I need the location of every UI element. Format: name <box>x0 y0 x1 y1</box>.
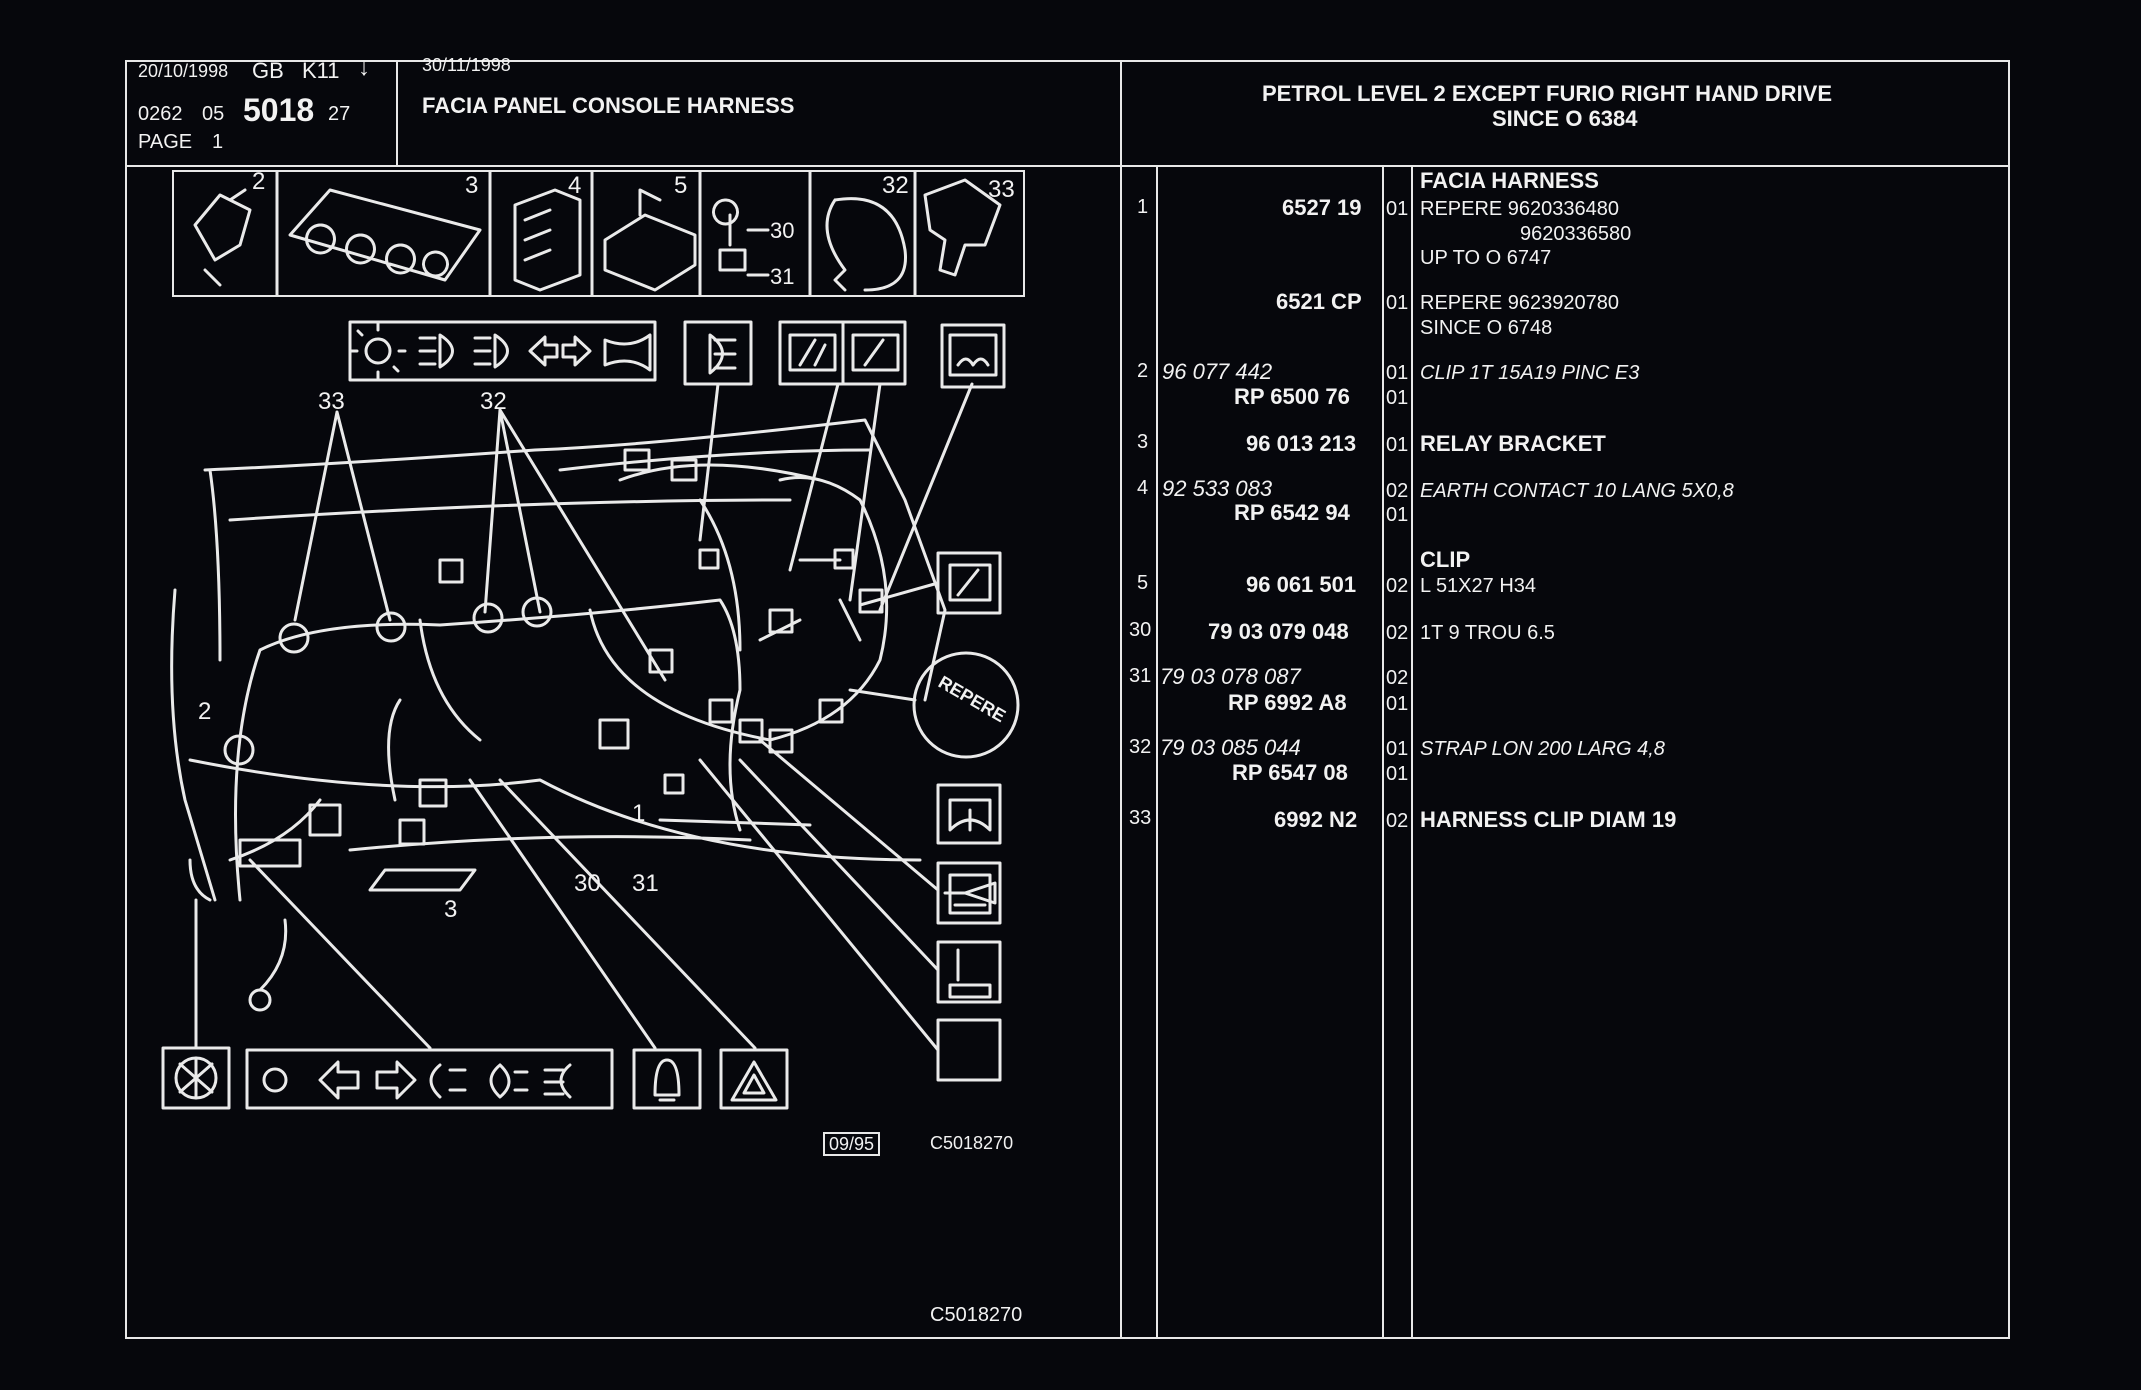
item-number: 33 <box>1129 807 1152 829</box>
part-ref: 6992 N2 <box>1274 807 1358 832</box>
callout-33: 33 <box>318 388 345 415</box>
tile-label-2: 2 <box>252 168 266 195</box>
drawing-code-small: C5018270 <box>930 1133 1014 1153</box>
callout-32: 32 <box>480 388 507 415</box>
part-desc: STRAP LON 200 LARG 4,8 <box>1420 738 1665 760</box>
header-page-number: 1 <box>212 131 224 153</box>
item-number: 4 <box>1137 477 1149 499</box>
header-country: GB <box>252 58 284 83</box>
part-desc: 1T 9 TROU 6.5 <box>1420 622 1555 644</box>
tile-label-5: 5 <box>674 172 688 199</box>
sheet-frame <box>125 60 2010 1339</box>
header-date-right: 30/11/1998 <box>422 55 511 75</box>
part-qty: 01 <box>1386 693 1409 715</box>
tile-sublabel-30: 30 <box>770 218 795 243</box>
callout-3: 3 <box>444 896 458 923</box>
part-qty: 01 <box>1386 198 1409 220</box>
part-ref: 96 013 213 <box>1246 431 1357 456</box>
part-qty: 01 <box>1386 387 1409 409</box>
part-qty: 02 <box>1386 480 1409 502</box>
header-page-label: PAGE <box>138 131 193 153</box>
item-number: 1 <box>1137 196 1149 218</box>
tile-label-4: 4 <box>568 172 582 199</box>
part-qty: 01 <box>1386 362 1409 384</box>
part-qty: 01 <box>1386 292 1409 314</box>
page-title: FACIA PANEL CONSOLE HARNESS <box>422 93 795 118</box>
part-ref: 79 03 079 048 <box>1208 619 1349 644</box>
header-ref-group: 05 <box>202 103 225 125</box>
part-desc: RELAY BRACKET <box>1420 431 1606 456</box>
qty-column-divider-right <box>1411 165 1413 1339</box>
header-ref-main: 5018 <box>243 92 315 128</box>
callout-2: 2 <box>198 698 212 725</box>
header-divider <box>125 165 2010 167</box>
part-ref: RP 6542 94 <box>1234 500 1350 525</box>
application-line-2: SINCE O 6384 <box>1492 106 1638 131</box>
part-qty: 01 <box>1386 763 1409 785</box>
part-ref: 96 077 442 <box>1162 359 1273 384</box>
part-desc: UP TO O 6747 <box>1420 247 1552 269</box>
item-number: 32 <box>1129 736 1152 758</box>
callout-1: 1 <box>632 800 646 827</box>
part-desc: 9620336580 <box>1520 223 1632 245</box>
callout-30: 30 <box>574 870 601 897</box>
header-arrow: ↓ <box>358 54 370 81</box>
part-desc: SINCE O 6748 <box>1420 317 1553 339</box>
item-number: 3 <box>1137 431 1149 453</box>
part-desc: REPERE 9623920780 <box>1420 292 1620 314</box>
part-ref: 92 533 083 <box>1162 476 1273 501</box>
part-ref: 6521 CP <box>1276 289 1362 314</box>
item-number: 5 <box>1137 572 1149 594</box>
part-qty: 02 <box>1386 667 1409 689</box>
part-ref: RP 6992 A8 <box>1228 690 1347 715</box>
callout-31: 31 <box>632 870 659 897</box>
tile-sublabel-31: 31 <box>770 264 795 289</box>
drawing-code-bottom: C5018270 <box>930 1304 1023 1326</box>
tile-label-32: 32 <box>882 172 909 199</box>
part-heading-clip: CLIP <box>1420 547 1471 572</box>
part-ref: 6527 19 <box>1282 195 1362 220</box>
part-desc: HARNESS CLIP DIAM 19 <box>1420 807 1677 832</box>
part-heading-facia-harness: FACIA HARNESS <box>1420 168 1599 193</box>
part-qty: 01 <box>1386 738 1409 760</box>
application-line-1: PETROL LEVEL 2 EXCEPT FURIO RIGHT HAND D… <box>1262 81 1833 106</box>
part-qty: 02 <box>1386 575 1409 597</box>
tile-label-3: 3 <box>465 172 479 199</box>
tile-label-33: 33 <box>988 176 1015 203</box>
part-ref: 79 03 085 044 <box>1160 735 1301 760</box>
part-desc: L 51X27 H34 <box>1420 575 1537 597</box>
part-qty: 02 <box>1386 810 1409 832</box>
part-desc: REPERE 9620336480 <box>1420 198 1620 220</box>
part-ref: 79 03 078 087 <box>1160 664 1301 689</box>
part-desc: EARTH CONTACT 10 LANG 5X0,8 <box>1420 480 1734 502</box>
drawing-date-code: 09/95 <box>823 1132 881 1156</box>
part-ref: RP 6547 08 <box>1232 760 1348 785</box>
part-qty: 01 <box>1386 504 1409 526</box>
sheet-center-divider <box>1120 60 1122 1339</box>
qty-column-divider-left <box>1382 165 1384 1339</box>
item-number: 2 <box>1137 360 1149 382</box>
part-ref: 96 061 501 <box>1246 572 1357 597</box>
header-model: K11 <box>302 58 340 83</box>
item-number: 31 <box>1129 665 1152 687</box>
part-qty: 02 <box>1386 622 1409 644</box>
parts-strip <box>172 170 1025 297</box>
header-ref-prefix: 0262 <box>138 103 183 125</box>
item-column-divider <box>1156 165 1158 1339</box>
header-ref-divider <box>396 60 398 165</box>
item-number: 30 <box>1129 619 1152 641</box>
part-ref: RP 6500 76 <box>1234 384 1350 409</box>
part-qty: 01 <box>1386 434 1409 456</box>
header-date-left: 20/10/1998 <box>138 61 229 81</box>
part-desc: CLIP 1T 15A19 PINC E3 <box>1420 362 1640 384</box>
header-ref-suffix: 27 <box>328 103 351 125</box>
